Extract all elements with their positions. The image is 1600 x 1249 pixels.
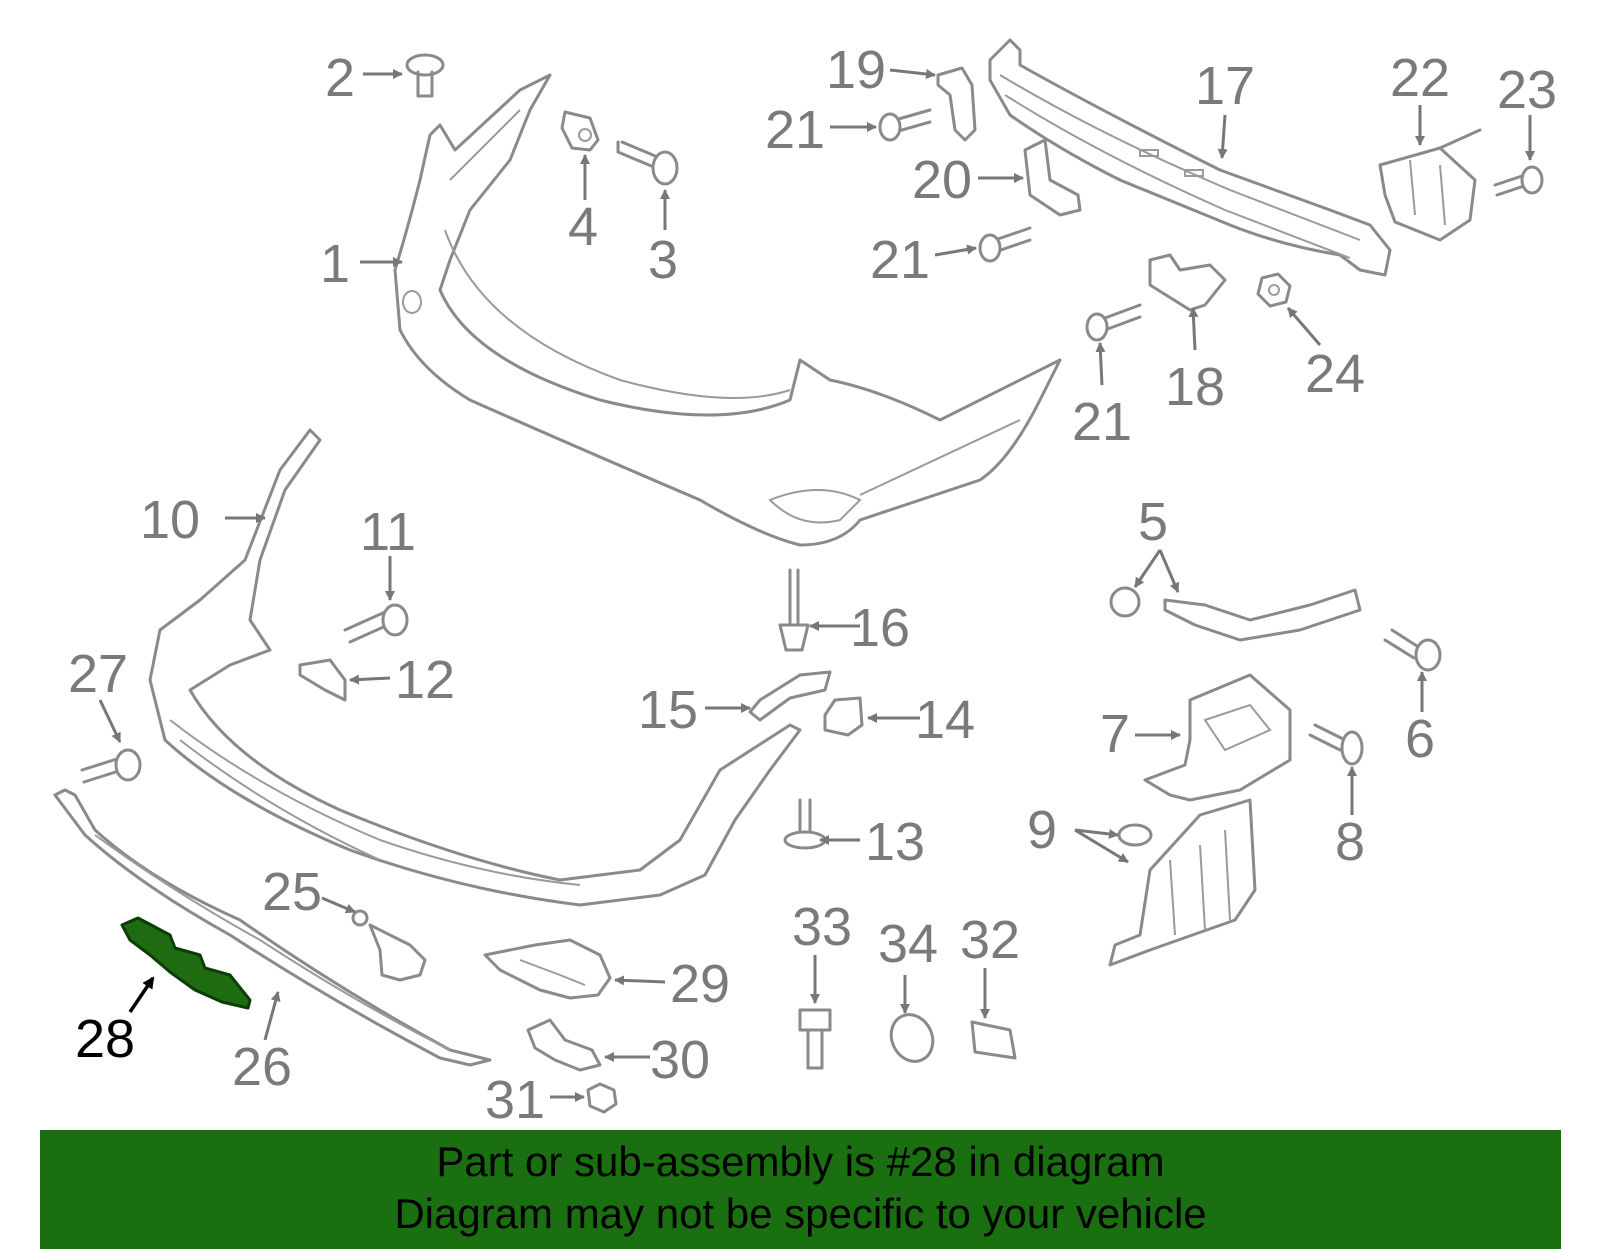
callout-13: 13 (865, 812, 925, 872)
callout-22: 22 (1390, 48, 1450, 108)
callout-26: 26 (232, 1037, 292, 1097)
part-33-bolt (798, 1008, 832, 1070)
callout-30: 30 (650, 1030, 710, 1090)
callout-21-c: 21 (1072, 392, 1132, 452)
part-21-bolt-a (878, 108, 932, 142)
callout-8: 8 (1335, 812, 1365, 872)
part-23-bolt (1493, 165, 1544, 197)
part-20-bracket (1023, 138, 1082, 217)
callout-labels: 1 2 3 4 5 6 7 8 9 10 11 12 13 14 15 16 1… (68, 40, 1557, 1130)
part-4-clip (560, 110, 600, 152)
part-21-bolt-c (1085, 303, 1142, 342)
callout-23: 23 (1497, 60, 1557, 120)
part-15-strip (748, 670, 832, 722)
callout-7: 7 (1100, 704, 1130, 764)
callout-20: 20 (912, 150, 972, 210)
part-3-bolt (616, 140, 679, 186)
part-13-screw (783, 798, 827, 850)
callout-18: 18 (1165, 357, 1225, 417)
callout-21-a: 21 (765, 100, 825, 160)
callout-33: 33 (792, 897, 852, 957)
part-8-screw (1308, 723, 1364, 766)
part-14-clip (823, 696, 864, 737)
callout-19: 19 (826, 40, 886, 100)
part-22-mount (1378, 128, 1482, 242)
part-9-splash-guard (1108, 798, 1257, 967)
callout-3: 3 (648, 230, 678, 290)
part-25-bracket (351, 909, 427, 982)
callout-6: 6 (1405, 709, 1435, 769)
callout-10: 10 (140, 490, 200, 550)
part-12-bracket (298, 658, 347, 702)
part-24-nut (1256, 272, 1292, 308)
callout-1: 1 (320, 234, 350, 294)
info-banner: Part or sub-assembly is #28 in diagram D… (40, 1130, 1561, 1249)
callout-17: 17 (1195, 56, 1255, 116)
part-19-bracket (936, 66, 977, 142)
callout-2: 2 (325, 48, 355, 108)
part-21-bolt-b (978, 226, 1032, 263)
callout-28-highlighted: 28 (75, 1009, 135, 1069)
part-34-plug (889, 1013, 935, 1063)
callout-27: 27 (68, 644, 128, 704)
callout-14: 14 (915, 690, 975, 750)
callout-4: 4 (568, 197, 598, 257)
part-2-clip (405, 53, 445, 98)
part-1-bumper-cover (393, 73, 1062, 547)
callout-21-b: 21 (870, 230, 930, 290)
callout-29: 29 (670, 954, 730, 1014)
callout-31: 31 (485, 1070, 545, 1130)
callout-12: 12 (395, 650, 455, 710)
part-16-push-pin (778, 568, 810, 652)
callout-32: 32 (960, 910, 1020, 970)
part-28-highlighted (120, 916, 252, 1010)
banner-line-disclaimer: Diagram may not be specific to your vehi… (394, 1190, 1207, 1237)
callout-9: 9 (1027, 800, 1057, 860)
part-7-bracket (1143, 673, 1292, 802)
part-10-lower-valance (148, 428, 802, 907)
banner-line-part: Part or sub-assembly is #28 in diagram (436, 1138, 1165, 1185)
part-5-bracket (1109, 586, 1362, 642)
part-18-bracket (1148, 253, 1227, 312)
leader-lines (98, 68, 1535, 1102)
callout-25: 25 (262, 862, 322, 922)
callout-15: 15 (638, 680, 698, 740)
part-30-bracket (526, 1018, 602, 1072)
part-31-nut (586, 1082, 618, 1114)
callout-5: 5 (1138, 492, 1168, 552)
part-26-lower-strip (53, 788, 492, 1067)
part-6-bolt (1383, 628, 1442, 672)
callout-24: 24 (1305, 344, 1365, 404)
part-11-bolt (343, 603, 409, 644)
part-32-cap (970, 1020, 1017, 1060)
callout-16: 16 (850, 598, 910, 658)
part-27-bolt (80, 748, 142, 784)
callout-34: 34 (878, 914, 938, 974)
part-17-reinforcement-beam (988, 38, 1392, 277)
callout-11: 11 (360, 502, 416, 562)
part-29-bracket (483, 938, 612, 1000)
